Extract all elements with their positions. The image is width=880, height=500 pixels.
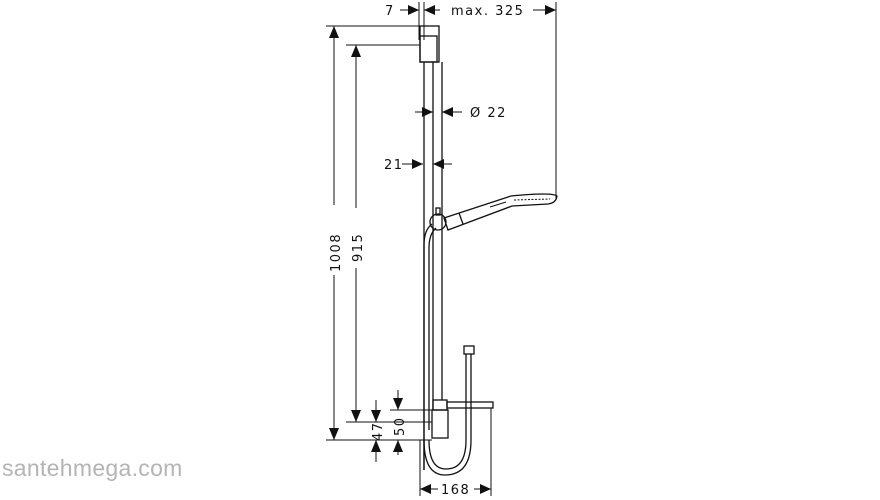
dim-total-height: 1008 bbox=[329, 233, 344, 272]
dim-lower-mount-b: 50 bbox=[393, 416, 408, 436]
shower-rail bbox=[419, 25, 494, 496]
dim-rail-gap: 21 bbox=[384, 158, 404, 173]
dim-rail-diameter: Ø 22 bbox=[470, 106, 507, 121]
dimension-lower: 47 50 bbox=[326, 390, 432, 462]
dim-rail-height: 915 bbox=[351, 233, 366, 262]
watermark: santehmega.com bbox=[2, 455, 183, 481]
dim-lower-mount-a: 47 bbox=[371, 421, 386, 441]
dim-wall-offset: 7 bbox=[385, 4, 395, 19]
dimension-rail: Ø 22 21 bbox=[384, 106, 507, 173]
dim-shelf-width: 168 bbox=[441, 483, 470, 498]
dim-max-projection: max. 325 bbox=[451, 4, 524, 19]
dimension-top: 7 max. 325 bbox=[385, 2, 557, 200]
dimension-heights: 1008 915 bbox=[326, 25, 420, 440]
dimension-bottom: 168 bbox=[420, 483, 491, 498]
hand-shower bbox=[443, 193, 558, 231]
